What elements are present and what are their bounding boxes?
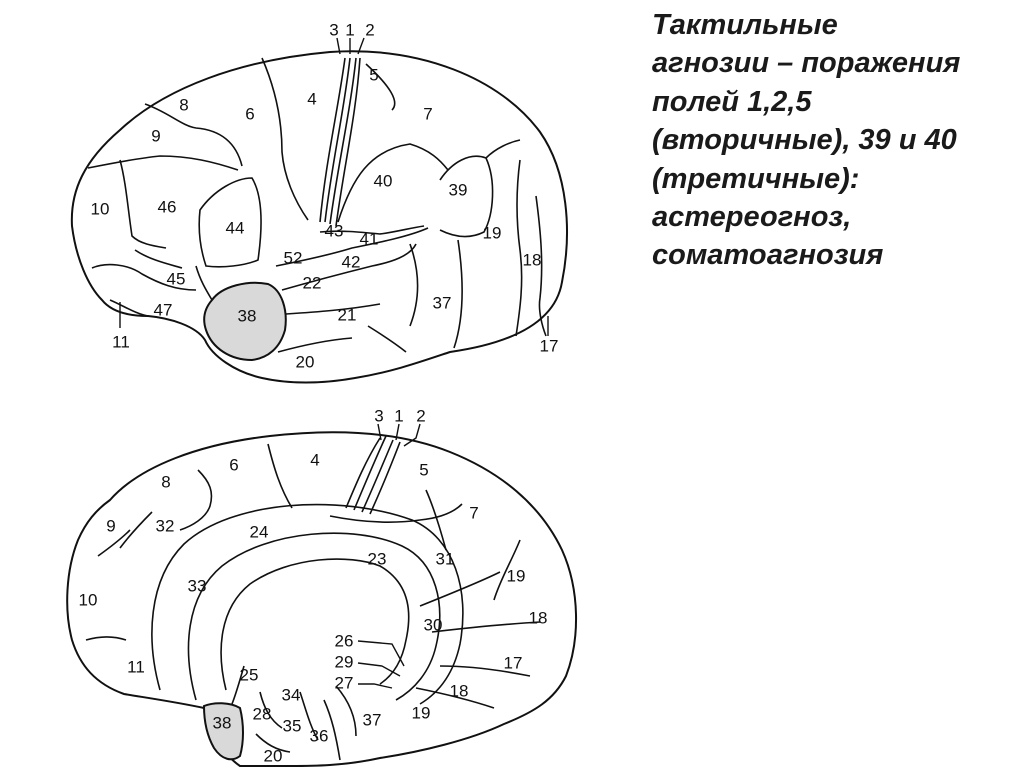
label-field-19: 19: [507, 566, 526, 585]
label-field-5: 5: [419, 460, 428, 479]
label-field-29: 29: [335, 652, 354, 671]
label-field-18: 18: [523, 250, 542, 269]
label-field-4: 4: [310, 450, 319, 469]
label-field-26: 26: [335, 631, 354, 650]
label-field-38: 38: [213, 713, 232, 732]
label-field-7: 7: [423, 104, 432, 123]
label-field-33: 33: [188, 576, 207, 595]
label-field-36: 36: [310, 726, 329, 745]
label-field-9: 9: [151, 126, 160, 145]
caption-text: Тактильные агнозии – поражения полей 1,2…: [652, 6, 1022, 275]
label-field-23: 23: [368, 549, 387, 568]
label-field-20: 20: [296, 352, 315, 371]
label-field-21: 21: [338, 305, 357, 324]
lateral-brain-view: [70, 37, 568, 384]
label-field-20: 20: [264, 746, 283, 765]
label-field-47: 47: [154, 300, 173, 319]
label-field-11: 11: [112, 332, 130, 351]
label-field-30: 30: [424, 615, 443, 634]
label-field-17: 17: [504, 653, 523, 672]
label-field-4: 4: [307, 89, 316, 108]
caption-line: соматоагнозия: [652, 239, 884, 272]
label-field-6: 6: [245, 104, 254, 123]
label-field-1: 1: [345, 20, 354, 39]
label-field-24: 24: [250, 522, 269, 541]
label-field-32: 32: [156, 516, 175, 535]
label-field-38: 38: [238, 306, 257, 325]
caption-line: Тактильные: [652, 9, 838, 41]
label-field-18: 18: [529, 608, 548, 627]
caption-line: астереогноз,: [652, 201, 852, 234]
label-field-8: 8: [179, 95, 188, 114]
label-field-34: 34: [282, 685, 301, 704]
lateral-field-38-highlight: [203, 281, 287, 362]
caption-line: агнозии – поражения: [652, 47, 961, 80]
label-field-8: 8: [161, 472, 170, 491]
label-field-35: 35: [283, 716, 302, 735]
label-field-9: 9: [106, 516, 115, 535]
medial-field-38-highlight: [202, 702, 244, 761]
label-field-11: 11: [127, 657, 145, 676]
label-field-31: 31: [436, 549, 455, 568]
label-field-42: 42: [342, 252, 361, 271]
label-field-5: 5: [369, 65, 378, 84]
caption-line: (вторичные), 39 и 40: [652, 124, 957, 157]
medial-outline: [66, 431, 577, 767]
label-field-18: 18: [450, 681, 469, 700]
label-field-2: 2: [365, 20, 374, 39]
label-field-45: 45: [167, 269, 186, 288]
label-field-41: 41: [360, 229, 379, 248]
label-field-3: 3: [374, 406, 383, 425]
medial-labels: 3 1 2 6 4 5 8 7 9 32 24 23 31 19 33 10 1…: [79, 406, 548, 765]
label-field-44: 44: [226, 218, 245, 237]
label-field-37: 37: [433, 293, 452, 312]
label-field-17: 17: [540, 336, 559, 355]
label-field-3: 3: [329, 20, 338, 39]
label-field-25: 25: [240, 665, 259, 684]
lateral-outline: [70, 50, 568, 384]
label-field-1: 1: [394, 406, 403, 425]
label-field-40: 40: [374, 171, 393, 190]
label-field-19: 19: [483, 223, 502, 242]
label-field-7: 7: [469, 503, 478, 522]
label-field-46: 46: [158, 197, 177, 216]
caption-line: полей 1,2,5: [652, 85, 812, 118]
medial-brain-view: [66, 423, 577, 767]
label-field-10: 10: [79, 590, 98, 609]
label-field-39: 39: [449, 180, 468, 199]
label-field-37: 37: [363, 710, 382, 729]
label-field-2: 2: [416, 406, 425, 425]
label-field-19: 19: [412, 703, 431, 722]
lateral-labels: 3 1 2 5 4 8 6 7 9 40 39 10 46 44 43 41 1…: [91, 20, 559, 371]
caption-line: (третичные):: [652, 162, 860, 195]
label-field-43: 43: [325, 221, 344, 240]
label-field-10: 10: [91, 199, 110, 218]
label-field-28: 28: [253, 704, 272, 723]
label-field-6: 6: [229, 455, 238, 474]
label-field-22: 22: [303, 273, 322, 292]
label-field-27: 27: [335, 673, 354, 692]
label-field-52: 52: [284, 248, 303, 267]
